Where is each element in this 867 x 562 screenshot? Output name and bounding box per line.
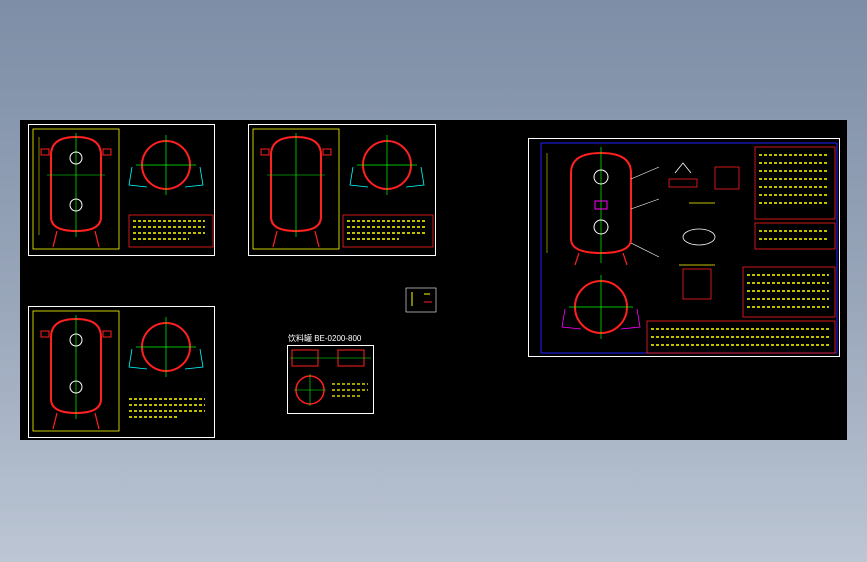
- detail-marks[interactable]: [404, 286, 438, 314]
- vessel-drawing-2: [252, 128, 434, 250]
- vessel-drawing-main: [540, 142, 838, 354]
- drawing-sheet-3[interactable]: [28, 306, 215, 438]
- vessel-drawing-1: [32, 128, 214, 250]
- vessel-drawing-small: [290, 349, 371, 406]
- drawing-sheet-2[interactable]: [248, 124, 436, 256]
- cad-model-space[interactable]: 饮料罐 BE-0200-800: [20, 120, 847, 440]
- detail-marks-drawing: [405, 287, 437, 313]
- drawing-sheet-main[interactable]: [528, 138, 840, 357]
- drawing-sheet-small[interactable]: [287, 345, 374, 414]
- drawing-sheet-1[interactable]: [28, 124, 215, 256]
- small-sheet-title: 饮料罐 BE-0200-800: [288, 334, 362, 343]
- vessel-drawing-3: [32, 310, 205, 432]
